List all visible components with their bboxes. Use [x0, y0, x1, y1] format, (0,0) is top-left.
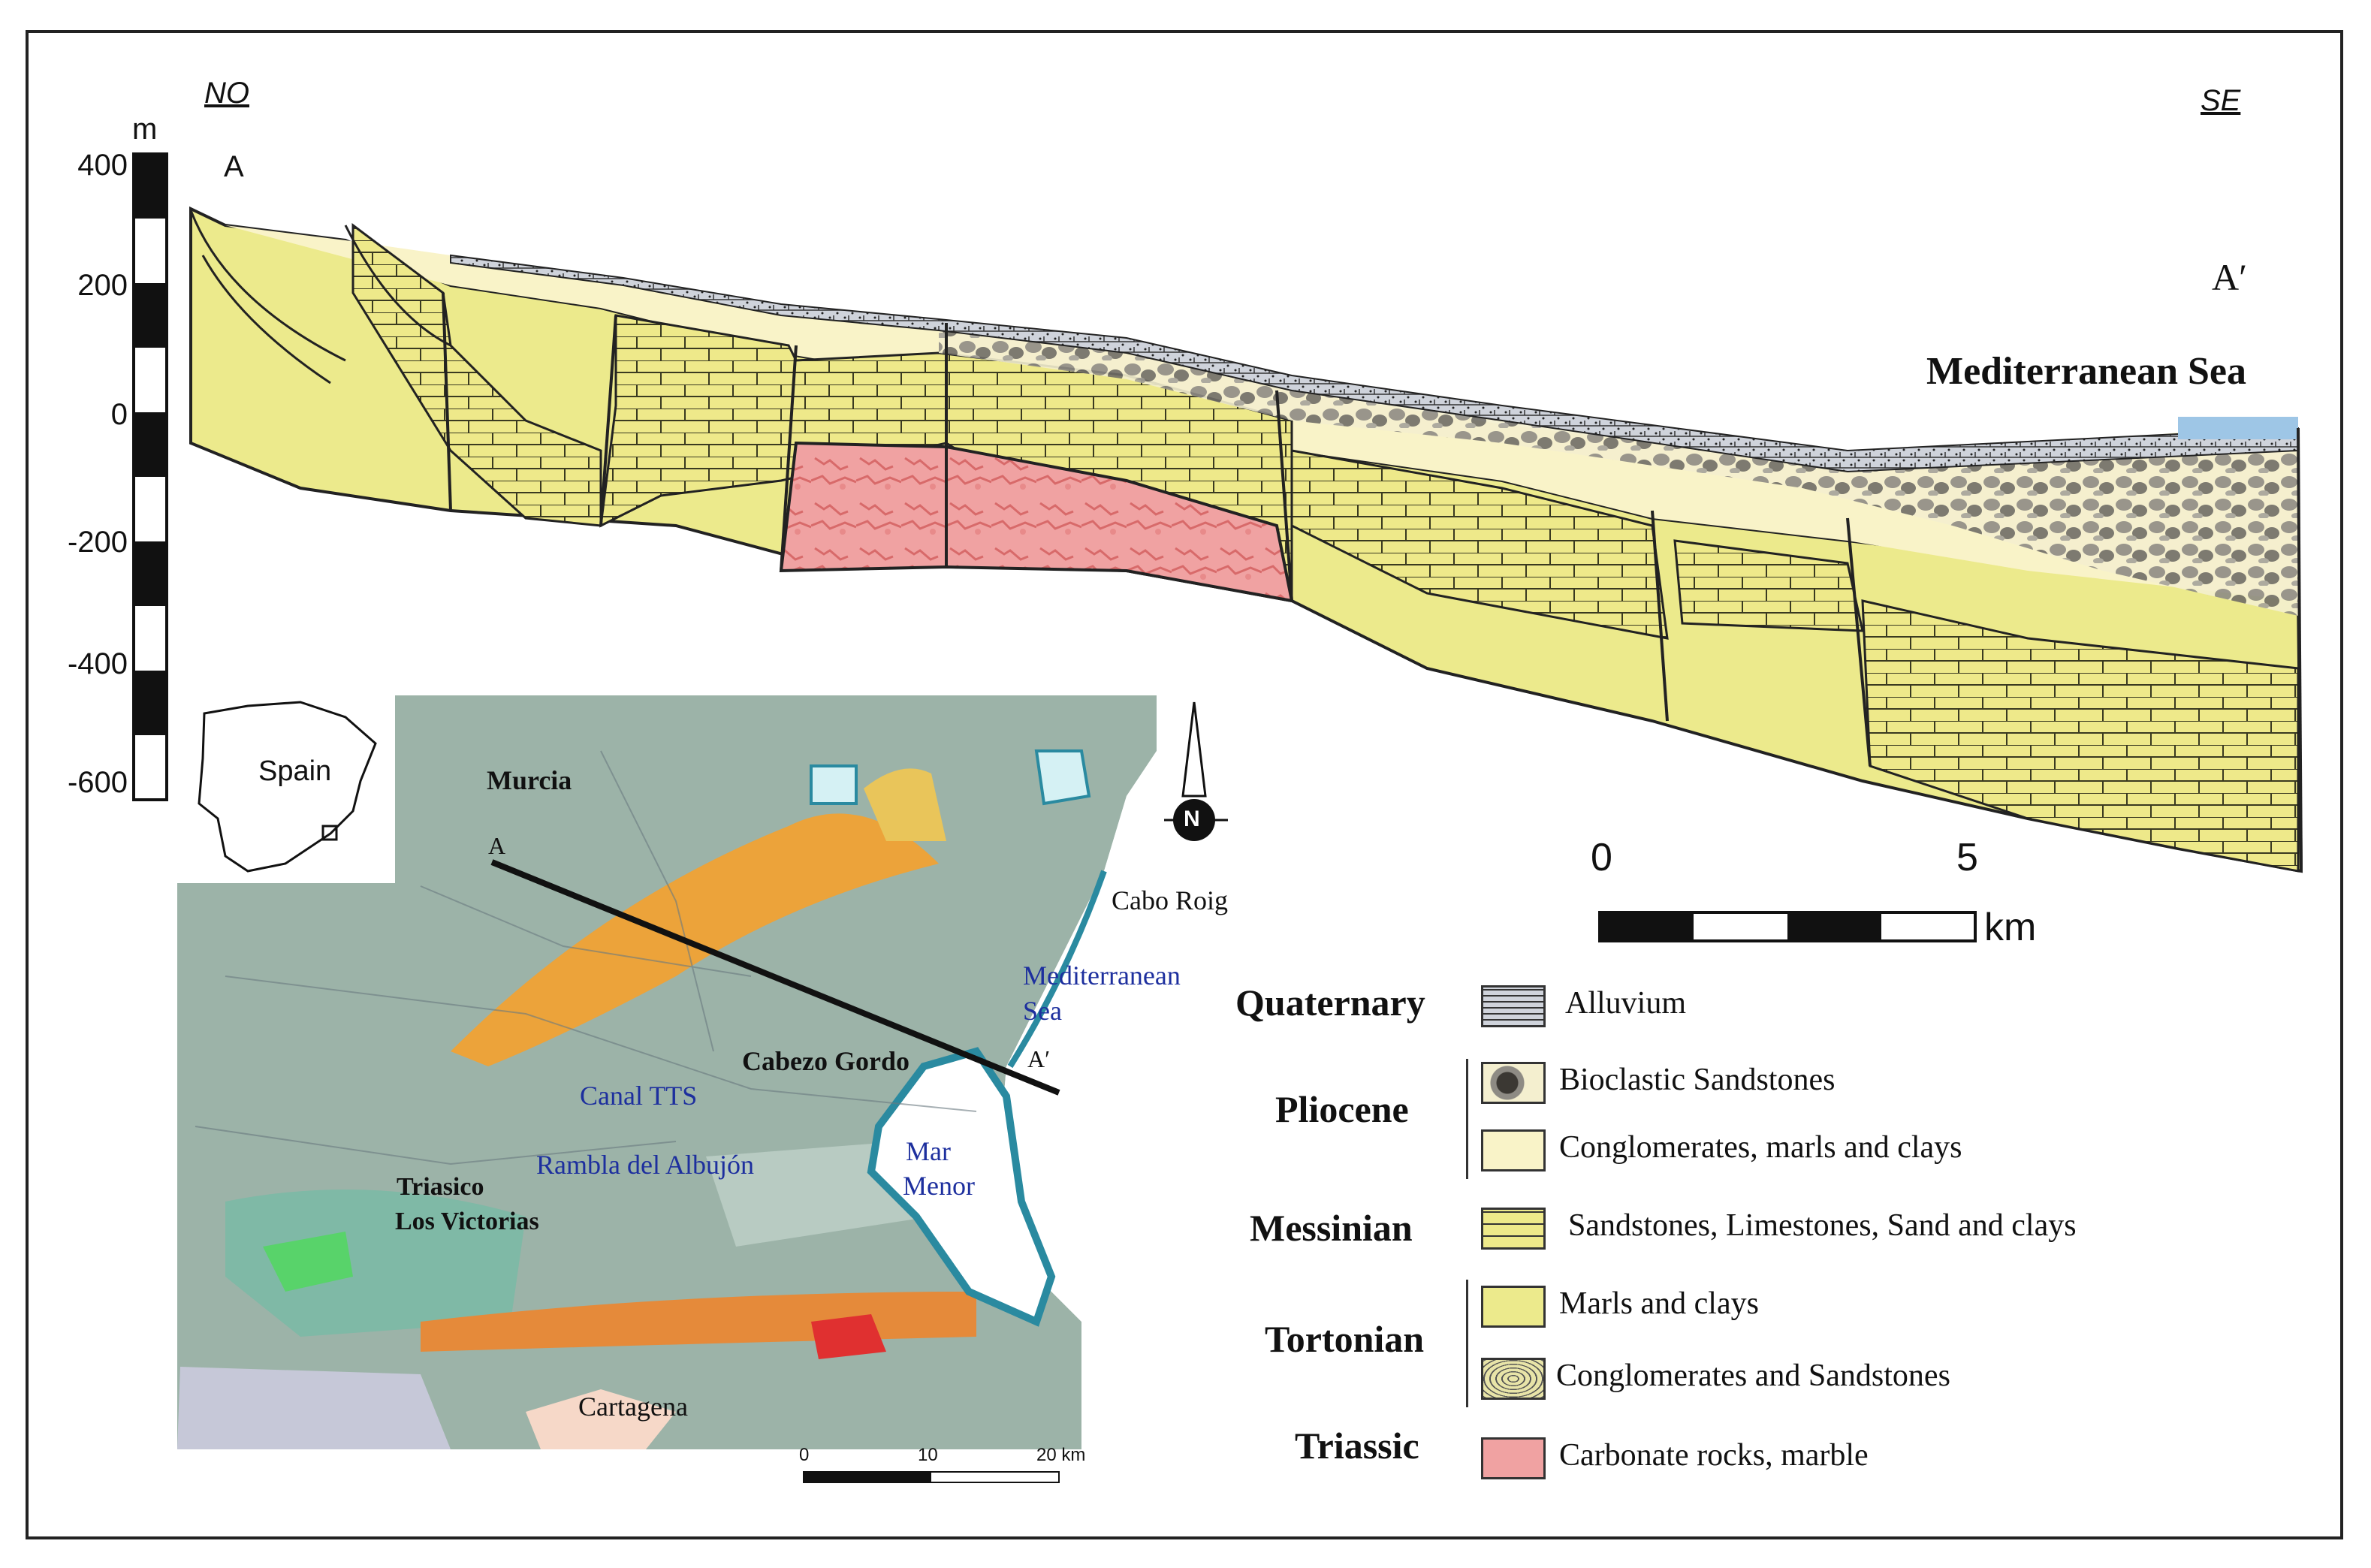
map-label-cartagena: Cartagena — [578, 1392, 688, 1422]
north-label: N — [1184, 807, 1200, 831]
messinian-layer-1 — [351, 223, 602, 527]
vscale-tick: -400 — [67, 647, 128, 680]
reservoir — [810, 764, 858, 805]
map-scale-zero: 0 — [799, 1445, 810, 1465]
map-label-sea: Mediterranean — [1023, 960, 1181, 991]
cartagena-area — [526, 1389, 676, 1449]
legend-period-messinian: Messinian — [1250, 1207, 1413, 1249]
inset-country-label: Spain — [258, 755, 332, 787]
messinian-layer-5 — [1861, 599, 2300, 873]
map-label-canal: Canal TTS — [580, 1081, 698, 1111]
section-line-a-a — [490, 859, 1060, 1096]
map-label-rambla: Rambla del Albujón — [536, 1150, 754, 1180]
vertical-scale-bar — [132, 152, 168, 801]
mar-menor-lagoon — [867, 1047, 1056, 1327]
legend-conglomerates-sandstones: Conglomerates and Sandstones — [1556, 1358, 1950, 1393]
orange-unit — [451, 813, 939, 1066]
messinian-layer-4 — [1673, 539, 1864, 632]
fold-lines — [189, 210, 451, 384]
map-label-sea-2: Sea — [1023, 996, 1062, 1026]
vscale-tick: -600 — [67, 766, 128, 799]
red-unit — [811, 1314, 886, 1359]
map-label-victorias: Los Victorias — [395, 1208, 539, 1235]
hscale-unit: km — [1984, 906, 2037, 949]
direction-se: SE — [2201, 84, 2241, 117]
section-start-label: A — [224, 150, 244, 183]
section-end-label: A′ — [2212, 256, 2248, 298]
legend-marls-clays: Marls and clays — [1559, 1286, 1759, 1321]
spain-outline — [198, 701, 377, 873]
vscale-unit: m — [132, 113, 158, 146]
map-label-murcia: Murcia — [487, 765, 572, 795]
green-unit — [225, 1190, 526, 1337]
map-scale-ten: 10 — [918, 1445, 938, 1465]
direction-nw: NO — [204, 77, 249, 110]
swatch-sandstones-limestones — [1481, 1208, 1546, 1250]
map-scale-bar — [803, 1471, 1060, 1483]
legend-period-quaternary: Quaternary — [1235, 982, 1425, 1024]
hscale-five: 5 — [1956, 836, 1978, 879]
horizontal-scale-bar — [1598, 911, 1977, 942]
map-label-a: A — [488, 832, 506, 859]
tortonian-bracket — [1466, 1280, 1468, 1407]
coastline — [1007, 870, 1107, 1069]
swatch-bioclastic — [1481, 1062, 1546, 1104]
hscale-zero: 0 — [1591, 836, 1612, 879]
map-label-cabezo-gordo: Cabezo Gordo — [742, 1046, 909, 1076]
vscale-tick: 200 — [77, 269, 128, 302]
swatch-marls-clays — [1481, 1286, 1546, 1328]
legend-bioclastic: Bioclastic Sandstones — [1559, 1063, 1836, 1097]
vscale-tick: 0 — [110, 398, 128, 431]
legend-period-tortonian: Tortonian — [1265, 1318, 1425, 1360]
legend-period-triassic: Triassic — [1295, 1425, 1419, 1467]
swatch-alluvium — [1481, 985, 1546, 1027]
southwest-unit — [177, 1367, 451, 1449]
inset-location-box — [321, 825, 338, 841]
fault-lines — [442, 292, 2303, 872]
legend-sandstones-limestones: Sandstones, Limestones, Sand and clays — [1568, 1208, 2077, 1243]
yellow-unit — [864, 768, 946, 841]
swatch-conglomerates-sandstones — [1481, 1358, 1546, 1400]
map-label-cabo-roig: Cabo Roig — [1112, 885, 1229, 915]
figure-frame — [26, 30, 2343, 1539]
legend-alluvium: Alluvium — [1565, 986, 1687, 1021]
pliocene-bracket — [1466, 1059, 1468, 1179]
vscale-tick: -200 — [67, 526, 128, 559]
map-label-menor: Menor — [903, 1171, 975, 1201]
map-label-mar: Mar — [906, 1136, 951, 1166]
map-label-a-prime: A′ — [1027, 1045, 1051, 1072]
swatch-carbonate — [1481, 1437, 1546, 1479]
sea-label: Mediterranean Sea — [1926, 350, 2247, 393]
vscale-tick: 400 — [77, 149, 128, 182]
map-label-triasico: Triasico — [397, 1173, 484, 1201]
legend-period-pliocene: Pliocene — [1275, 1088, 1409, 1130]
legend-carbonate: Carbonate rocks, marble — [1559, 1438, 1869, 1473]
map-linework — [195, 750, 977, 1165]
map-scale-twenty: 20 km — [1036, 1445, 1086, 1465]
north-arrow — [1164, 701, 1228, 841]
messinian-layer-3 — [1290, 449, 1669, 640]
sea-water — [2178, 417, 2298, 439]
bright-green-unit — [263, 1232, 353, 1292]
swatch-conglomerates-marls — [1481, 1129, 1546, 1171]
lake — [1034, 749, 1091, 806]
legend-conglomerates-marls: Conglomerates, marls and clays — [1559, 1130, 1962, 1165]
